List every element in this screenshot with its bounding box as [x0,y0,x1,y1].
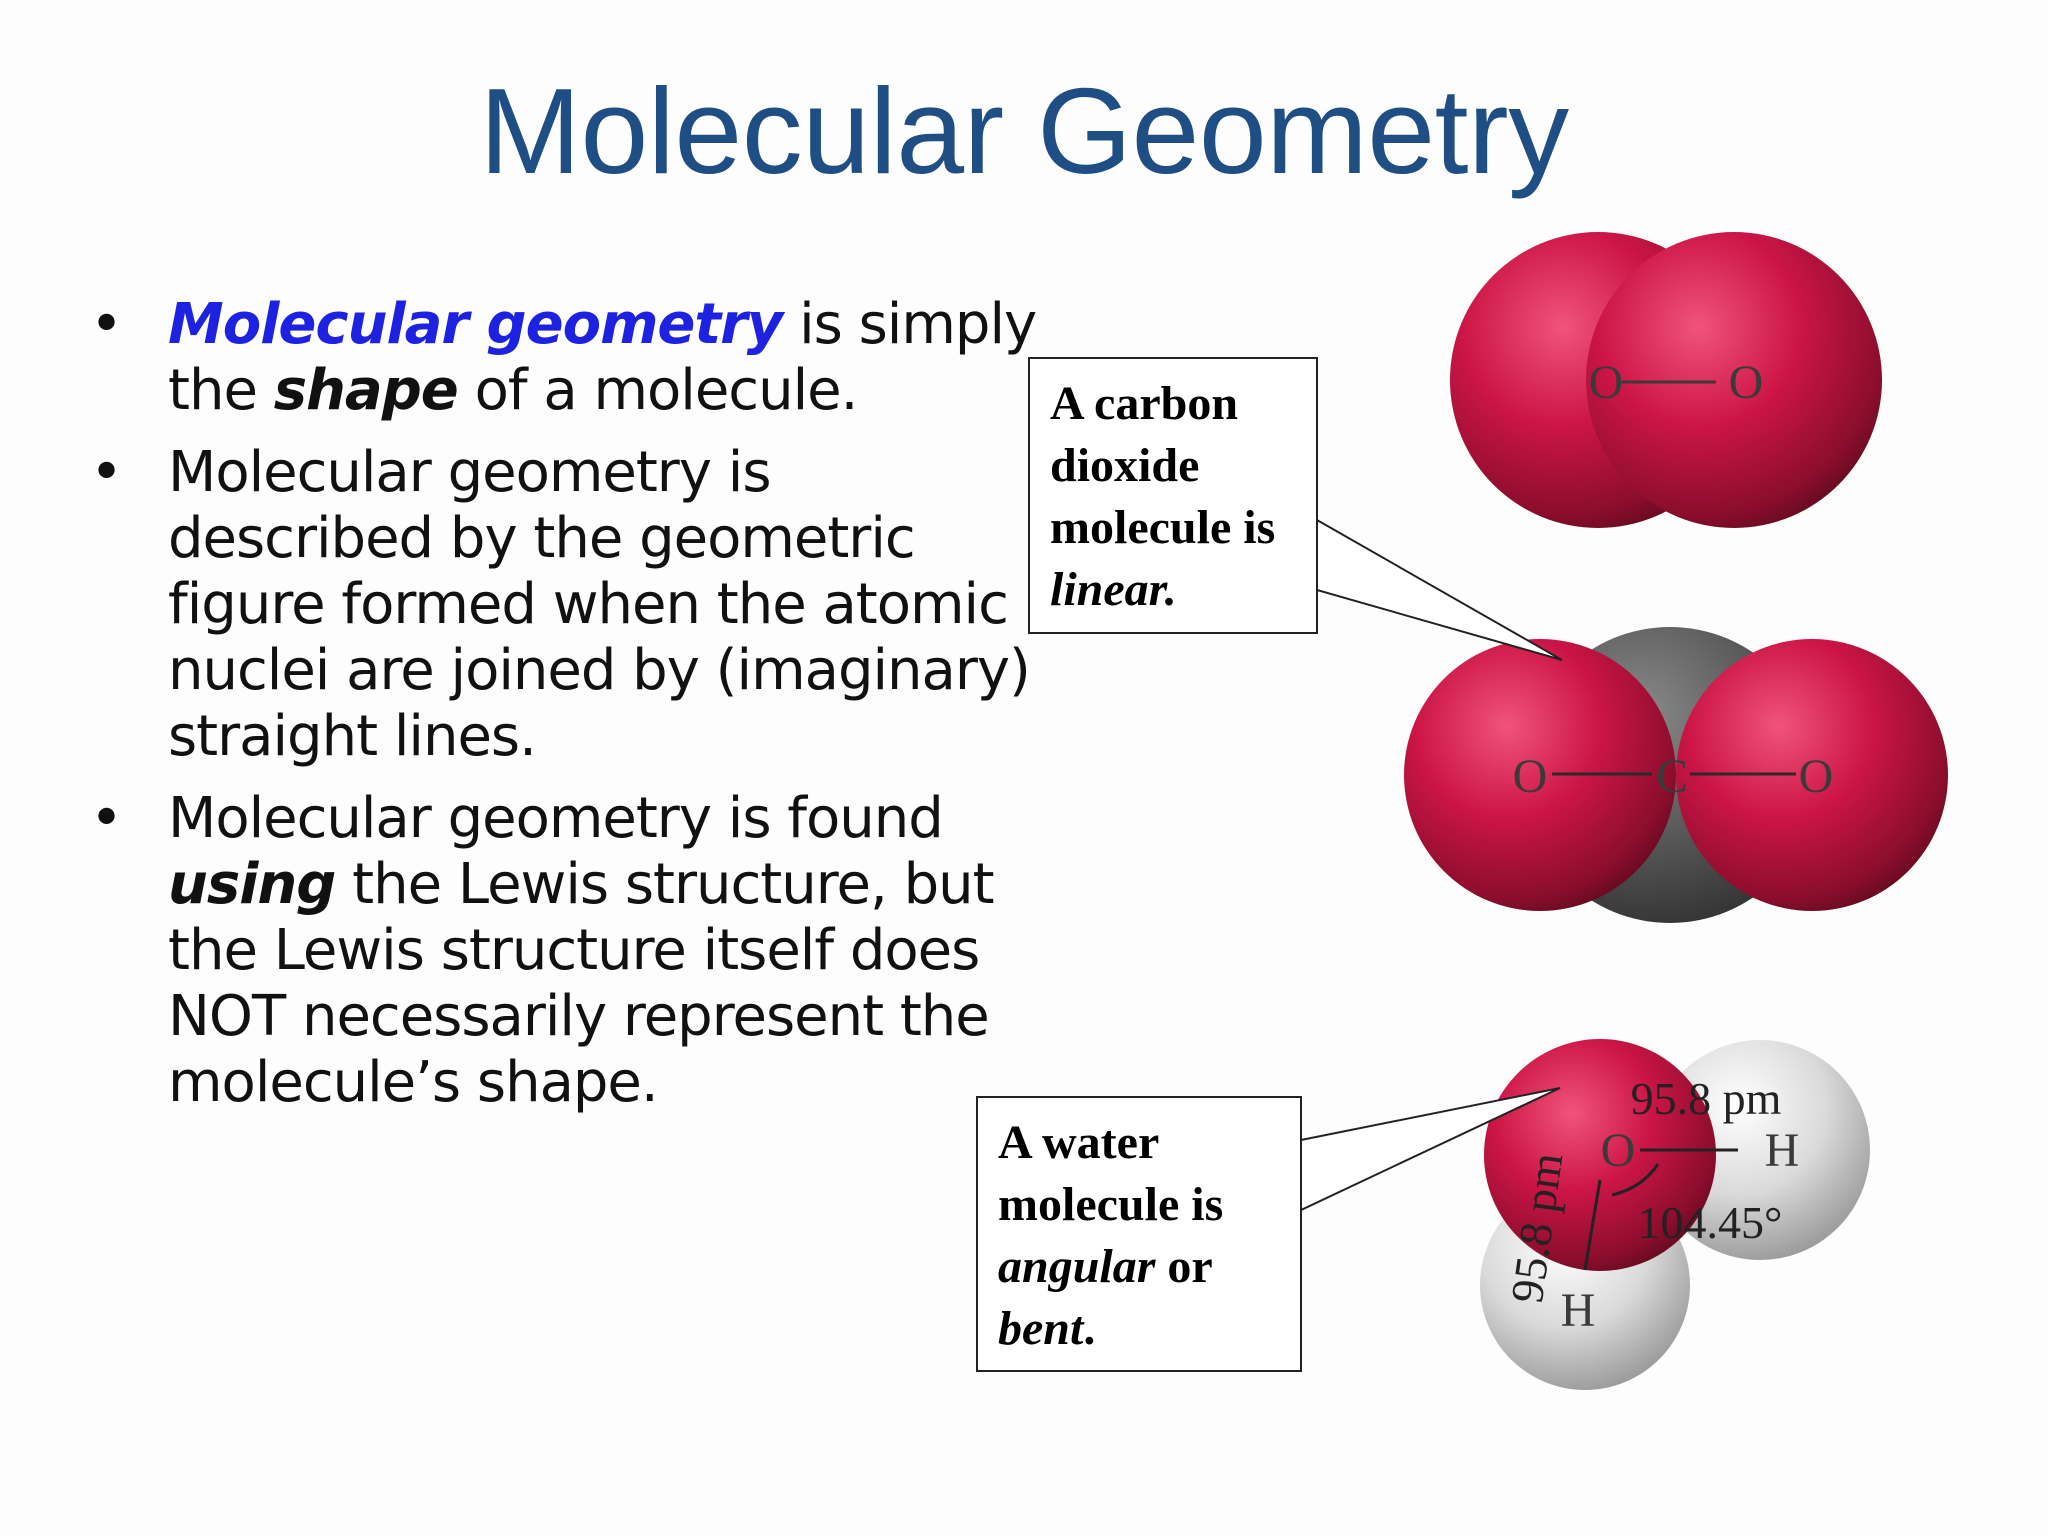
bullet-line: described by the geometric [168,506,916,571]
bullet-dot: • [90,440,123,505]
callout-line: molecule is [1050,501,1276,554]
bullet-line: using the Lewis structure, but [168,852,1062,918]
oxygen-atom [1404,639,1676,911]
callout-line: A carbon [1050,377,1239,430]
bullet-text: the [168,358,274,423]
callout-line: dioxide [1050,439,1200,492]
callout-line: linear. [1050,563,1177,616]
callout-italic: bent [998,1302,1084,1355]
oxygen-atom [1676,639,1948,911]
o2-molecule: O O [1450,232,1882,528]
callout-line: molecule is [998,1178,1224,1231]
bullet-text: of a molecule. [457,358,859,423]
bullet-item: • Molecular geometry is described by the… [82,440,1062,770]
callout-pointer [1316,518,1563,661]
atom-label: O [1513,750,1548,803]
bullet-item: • Molecular geometry is found using the … [82,786,1062,1116]
bullet-line: Molecular geometry is [168,440,772,505]
bullet-item: • Molecular geometry is simply the shape… [82,292,1062,424]
callout-line: A water [998,1116,1160,1169]
atom-label: O [1729,356,1764,409]
emphasis-text: using [168,852,336,917]
water-molecule: O H H 95.8 pm 95.8 pm 104.45° [1480,1039,1870,1390]
callout-text: or [1155,1240,1213,1293]
callout-line: bent. [998,1298,1280,1360]
atom-label: O [1799,750,1834,803]
angle-arc [1611,1163,1660,1197]
co2-molecule: O C O [1404,627,1948,923]
bullet-text: is simply [782,292,1037,357]
bullet-line: straight lines. [168,704,537,769]
hydrogen-atom [1650,1040,1870,1260]
bond-angle-label: 104.45° [1638,1197,1783,1248]
bond-line [1583,1179,1602,1271]
slide-title: Molecular Geometry [479,63,1569,199]
bullet-line: NOT necessarily represent the [168,984,990,1049]
bullet-line: nuclei are joined by (imaginary) [168,638,1031,703]
bullet-dot: • [90,786,123,851]
water-callout: A water molecule is angular or bent. [976,1096,1302,1372]
callout-line: angular or [998,1236,1280,1298]
bullet-list: • Molecular geometry is simply the shape… [82,292,1062,1132]
bond-length-label: 95.8 pm [1631,1073,1782,1124]
bullet-line: molecule’s shape. [168,1050,659,1115]
bullet-line: the shape of a molecule. [168,358,1062,424]
callout-italic: angular [998,1240,1156,1293]
atom-label: C [1656,750,1688,803]
highlight-term: Molecular geometry [168,292,783,357]
bullet-line: Molecular geometry is simply [168,292,1062,358]
emphasis-text: shape [273,358,459,423]
bullet-line: figure formed when the atomic [168,572,1009,637]
co2-callout: A carbon dioxide molecule is linear. [1028,357,1318,634]
atom-label: H [1765,1124,1800,1177]
bullet-text: the Lewis structure, but [335,852,994,917]
callout-text: . [1083,1302,1096,1355]
atom-label: H [1561,1284,1596,1337]
atom-label: O [1601,1124,1636,1177]
oxygen-atom [1586,232,1882,528]
atom-label: O [1589,356,1624,409]
bullet-dot: • [90,292,123,357]
bullet-line: the Lewis structure itself does [168,918,980,983]
bullet-line: Molecular geometry is found [168,786,944,851]
